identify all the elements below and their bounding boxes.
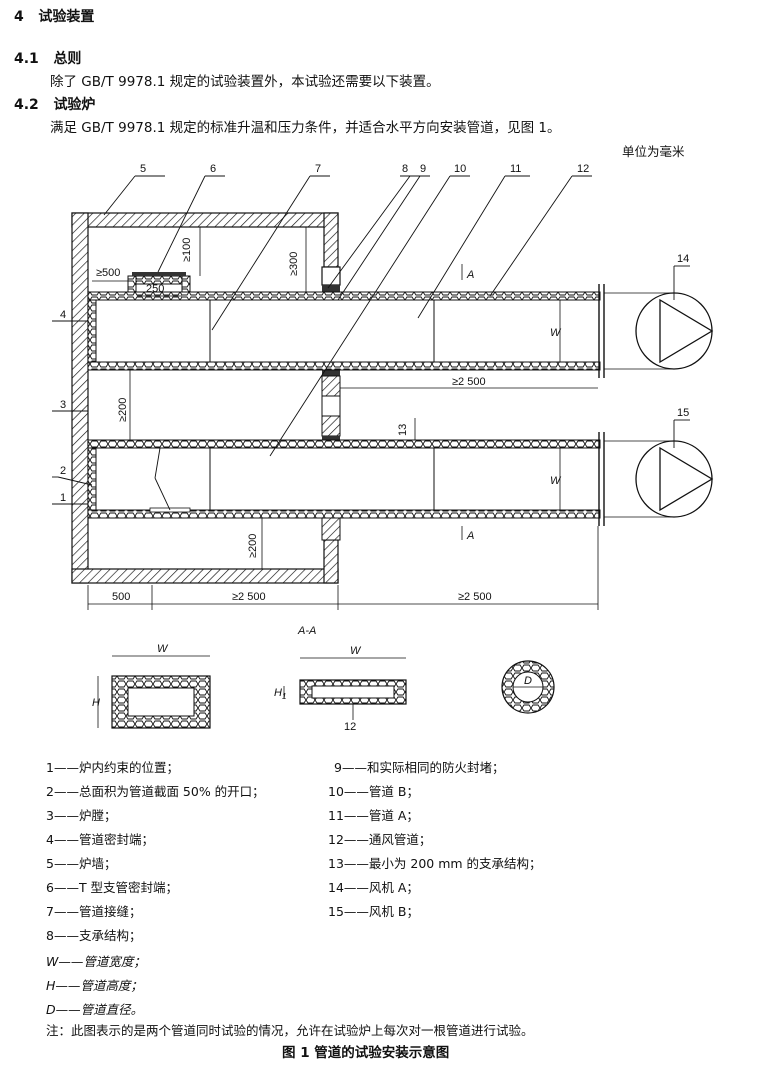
dim-w-duct-a: W [550,327,562,339]
callout-15: 15 [677,407,689,419]
furnace-wall [71,212,339,584]
sec-w-rect: W [157,643,169,655]
legend-item-8: 8——支承结构； [46,928,142,943]
figure-note: 注：此图表示的是两个管道同时试验的情况，允许在试验炉上每次对一根管道进行试验。 [46,1023,534,1038]
dim-2500-bottom-1: ≥2 500 [232,591,266,603]
callout-12: 12 [577,163,589,175]
dim-500-bottom: 500 [112,591,130,603]
sec-h-rect: H [92,697,100,709]
dimension-labels: ≥500 250 ≥100 ≥300 ≥200 ≥2 500 13 ≥200 5… [92,238,562,733]
figure-caption: 图 1 管道的试验安装示意图 [282,1045,450,1061]
dim-2500-mid: ≥2 500 [452,376,486,388]
callout-5: 5 [140,163,146,175]
callout-4: 4 [60,309,66,321]
dimension-lines [87,227,599,610]
section-4-2-heading: 4.2 试验炉 [14,97,95,113]
legend-item-9: 9——和实际相同的防火封堵； [334,760,505,775]
section-4-2-body: 满足 GB/T 9978.1 规定的标准升温和压力条件，并适合水平方向安装管道，… [50,120,561,136]
callout-3: 3 [60,399,66,411]
sec-d-round: D [524,675,532,687]
section-4-heading: 4 试验装置 [14,9,94,25]
fan-a [604,292,714,370]
dim-300: ≥300 [288,252,300,276]
section-4-2-title: 试验炉 [53,97,96,113]
symbol-d: D——管道直径。 [46,1002,144,1017]
unit-note: 单位为毫米 [622,144,685,159]
dim-100: ≥100 [181,238,193,262]
legend-item-13: 13——最小为 200 mm 的支承结构； [328,856,542,871]
section-round-duct [501,660,555,714]
legend-item-15: 15——风机 B； [328,904,419,919]
dim-250: 250 [146,283,164,295]
break-marks [598,284,605,526]
callout-11: 11 [510,163,521,175]
callout-14: 14 [677,253,689,265]
section-marker-a-top: A [466,269,474,281]
callout-10: 10 [454,163,466,175]
section-4-1-number: 4.1 [14,51,39,67]
legend-item-12: 12——通风管道； [328,832,432,847]
dim-500-top: ≥500 [96,267,120,279]
section-4-2-number: 4.2 [14,97,39,113]
dim-200-left: ≥200 [117,398,129,422]
legend-item-10: 10——管道 B； [328,784,419,799]
legend-item-11: 11——管道 A； [328,808,419,823]
duct-b [87,439,601,519]
symbol-h: H——管道高度； [46,978,143,993]
legend-item-1: 1——炉内约束的位置； [46,760,179,775]
callout-8: 8 [402,163,408,175]
section-label-aa: A-A [297,625,316,637]
dim-w-duct-b: W [550,475,562,487]
legend-item-4: 4——管道密封端； [46,832,154,847]
symbol-w: W——管道宽度； [46,954,146,969]
callout-6: 6 [210,163,216,175]
duct-a [87,272,601,371]
section-marker-a-bottom: A [466,530,474,542]
callout-9: 9 [420,163,426,175]
sec-w-flat: W [350,645,362,657]
sec-h1-flat: H1 [274,687,286,701]
legend-item-2: 2——总面积为管道截面 50% 的开口； [46,784,265,799]
callout-1: 1 [60,492,66,504]
sec-h1-subscript: 1 [282,692,286,701]
wall-seals [321,266,341,541]
section-4-1-body: 除了 GB/T 9978.1 规定的试验装置外，本试验还需要以下装置。 [50,74,440,90]
callout-labels: 5 6 7 8 9 10 11 12 4 3 2 1 14 15 [60,163,689,504]
sec-callout-12: 12 [344,721,356,733]
section-rect-duct [97,655,211,729]
legend-item-7: 7——管道接缝； [46,904,142,919]
leader-lines [52,175,690,511]
dim-13: 13 [397,424,409,436]
section-4-number: 4 [14,9,24,25]
legend-item-6: 6——T 型支管密封端； [46,880,179,895]
section-4-1-title: 总则 [53,51,82,67]
fan-b [604,440,714,518]
legend-item-3: 3——炉膛； [46,808,117,823]
section-4-title: 试验装置 [38,9,95,25]
dim-2500-bottom-2: ≥2 500 [458,591,492,603]
dim-200-bottom: ≥200 [247,534,259,558]
section-4-1-heading: 4.1 总则 [14,51,81,67]
sec-h1-letter: H [274,687,282,699]
callout-7: 7 [315,163,321,175]
legend-item-5: 5——炉墙； [46,856,117,871]
section-flat-duct [283,657,407,720]
legend-item-14: 14——风机 A； [328,880,419,895]
callout-2: 2 [60,465,66,477]
